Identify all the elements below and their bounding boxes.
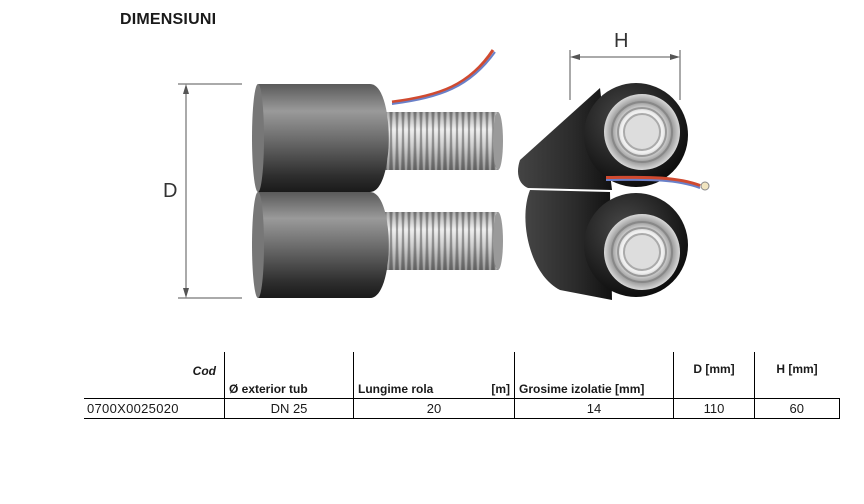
cell-d: 110 <box>673 398 755 419</box>
cell-cod: 0700X0025020 <box>84 398 225 419</box>
header-diametru: Ø exterior tub <box>224 352 354 399</box>
cell-grosime: 14 <box>514 398 674 419</box>
h-dimension <box>569 50 681 100</box>
d-label: D <box>163 180 177 202</box>
cell-diametru: DN 25 <box>224 398 354 419</box>
header-lungime-unit: [m] <box>491 382 510 396</box>
header-lungime: Lungime rola [m] <box>353 352 515 399</box>
table-header-row: Cod Ø exterior tub Lungime rola [m] Grosi… <box>84 352 839 399</box>
cell-lungime: 20 <box>353 398 515 419</box>
spec-table: Cod Ø exterior tub Lungime rola [m] Grosi… <box>84 352 840 419</box>
header-cod: Cod <box>84 352 225 399</box>
d-dimension <box>178 83 242 299</box>
table-row: 0700X0025020 DN 25 20 14 110 60 <box>84 398 840 419</box>
section-title: DIMENSIUNI <box>120 11 217 28</box>
cell-h: 60 <box>754 398 840 419</box>
header-lungime-label: Lungime rola <box>358 382 434 396</box>
pipe-diagram: D H <box>163 30 710 300</box>
h-label: H <box>614 30 628 52</box>
header-h: H [mm] <box>754 352 839 399</box>
header-grosime: Grosime izolatie [mm] <box>514 352 674 399</box>
header-d: D [mm] <box>673 352 755 399</box>
header-diametru-label: Ø exterior tub <box>229 382 308 396</box>
